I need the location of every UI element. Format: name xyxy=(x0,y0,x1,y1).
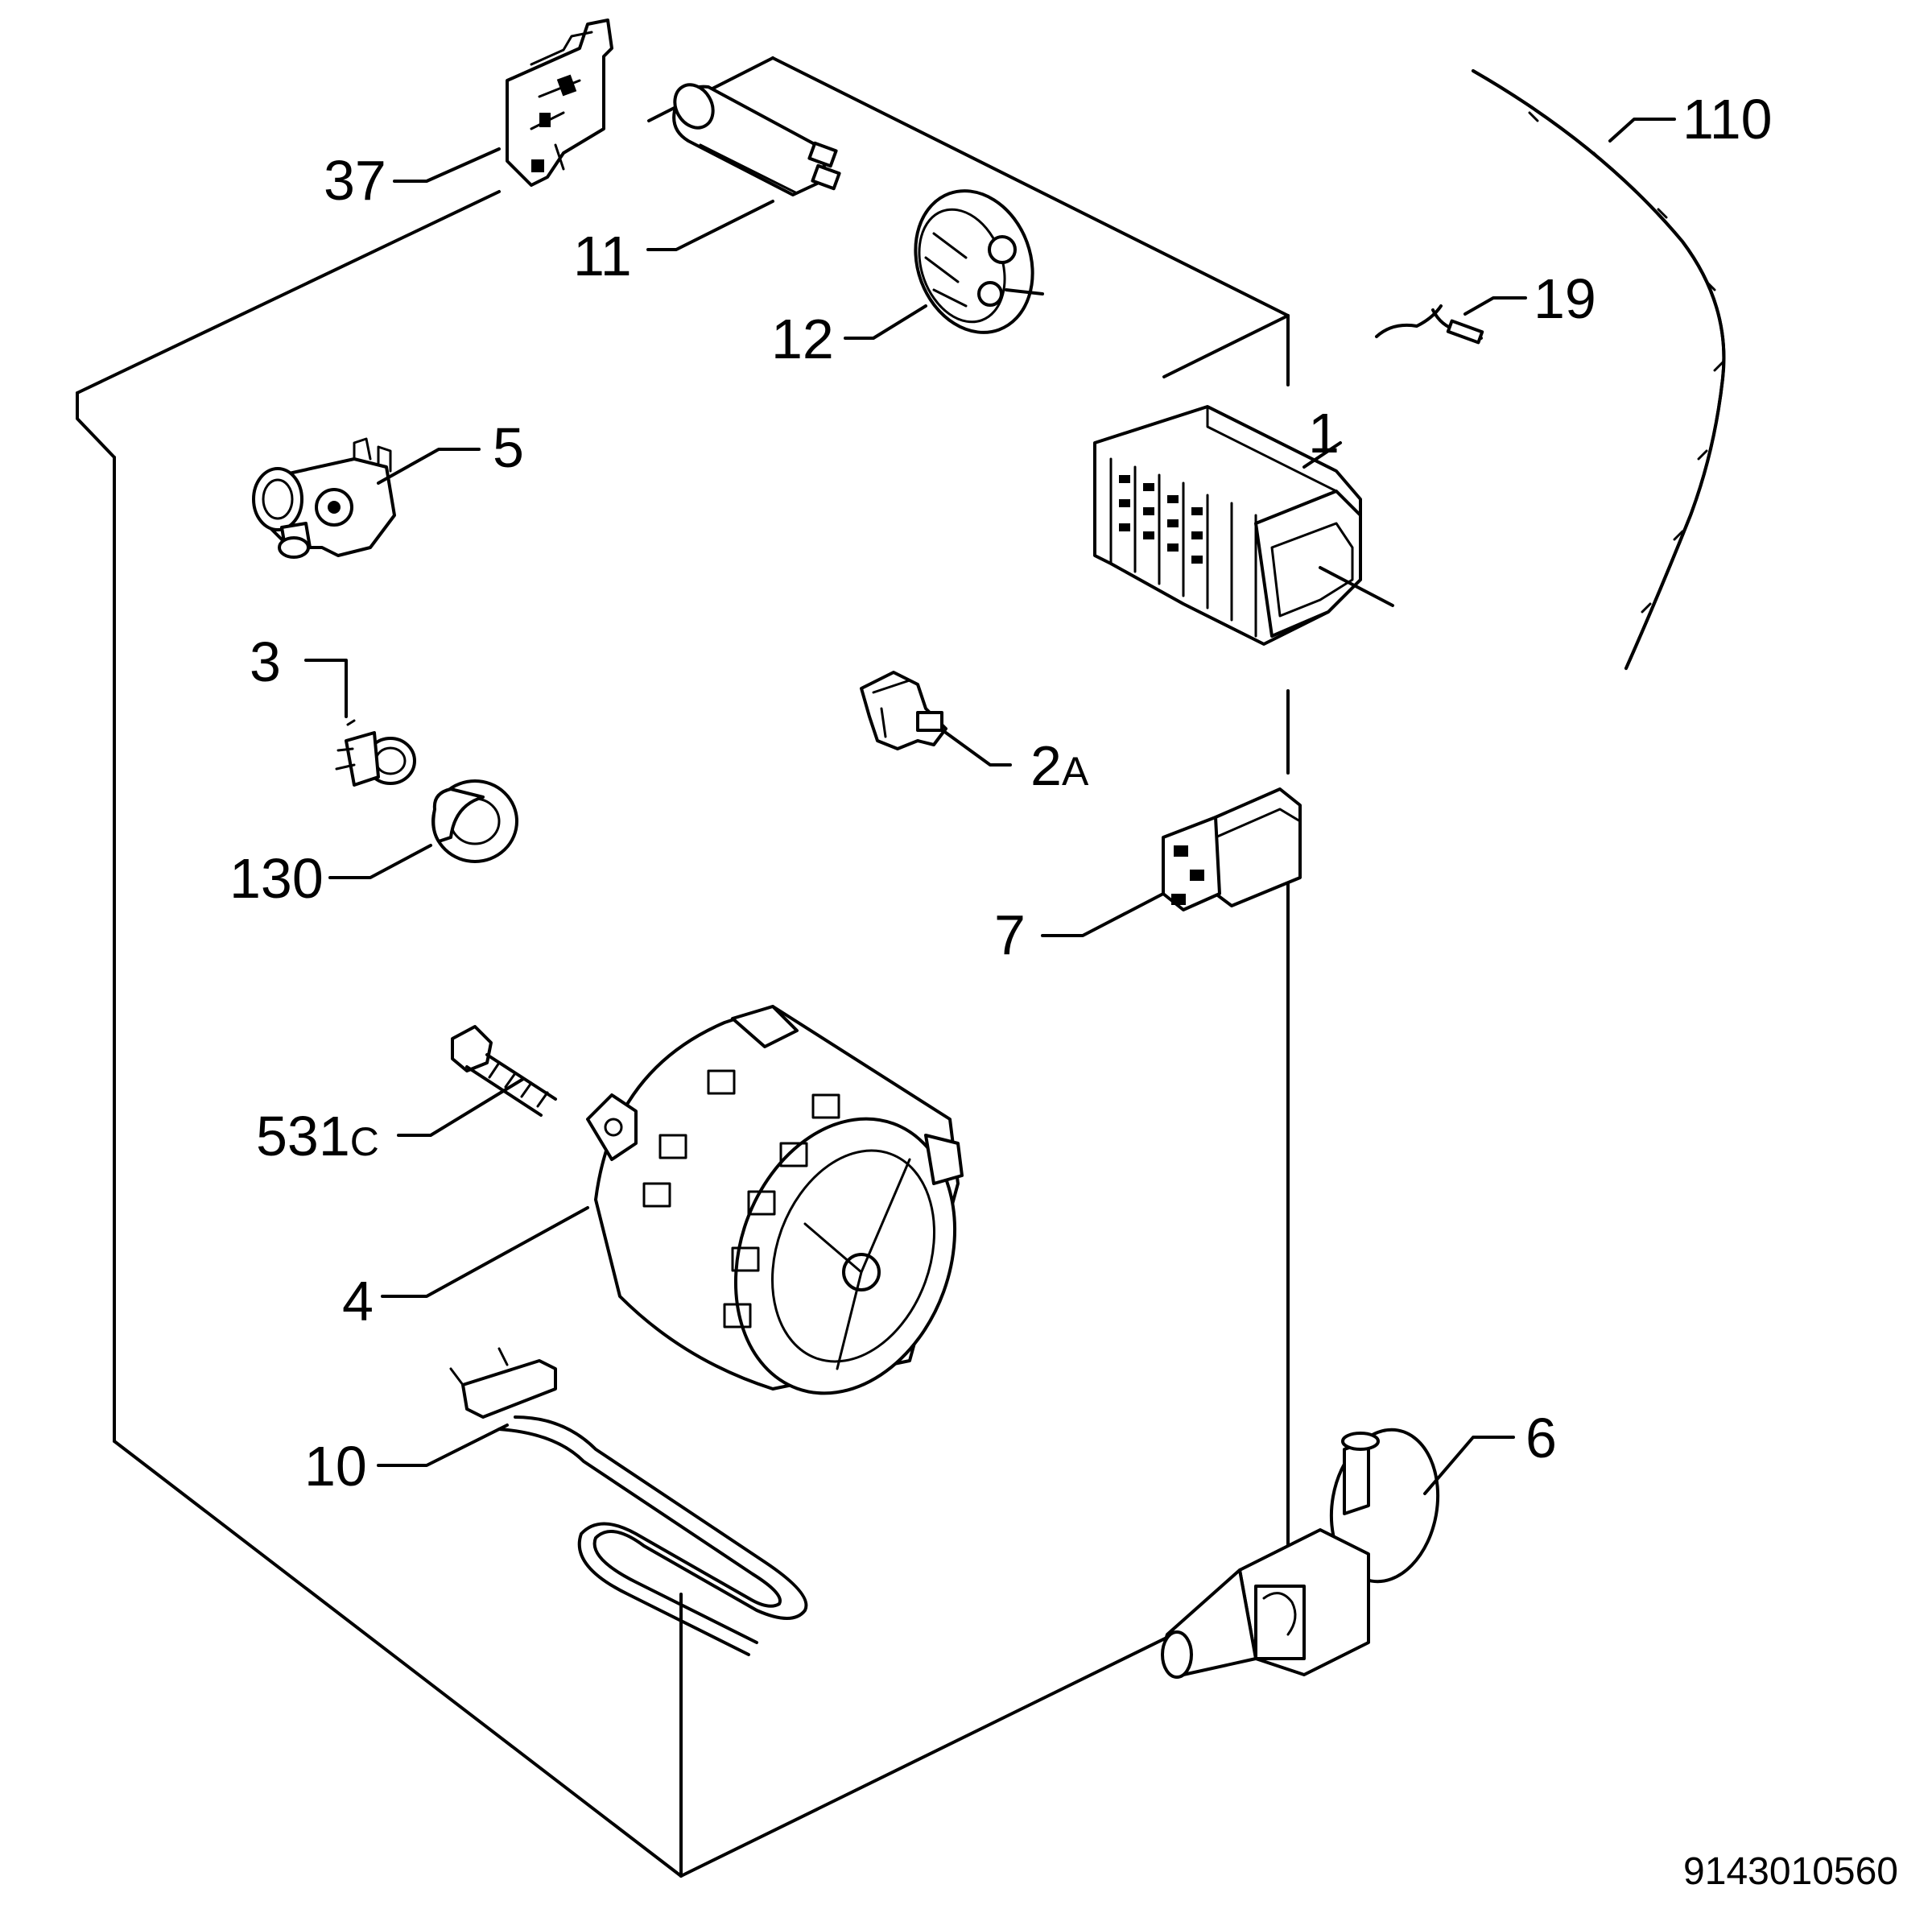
label-part-531c: 531C xyxy=(256,1105,379,1167)
leader-lines xyxy=(304,118,1676,1495)
cabinet-outline xyxy=(76,56,1290,1878)
part-3-switch[interactable] xyxy=(335,719,416,787)
part-7-door-lock[interactable] xyxy=(1162,787,1302,911)
label-part-1: 1 xyxy=(1308,402,1340,465)
label-part-2a: 2A xyxy=(1030,734,1089,797)
part-12-pressure-switch[interactable] xyxy=(896,174,1051,349)
label-part-110: 110 xyxy=(1682,88,1773,151)
label-part-130: 130 xyxy=(229,847,324,910)
label-part-7: 7 xyxy=(994,903,1026,966)
part-1-timer[interactable] xyxy=(1093,405,1394,646)
part-531c-screw[interactable] xyxy=(451,1025,557,1117)
part-2a-connector[interactable] xyxy=(860,671,947,750)
part-6-drain-pump[interactable] xyxy=(1161,1421,1450,1679)
part-110-hose[interactable] xyxy=(1472,69,1726,670)
motor-vents xyxy=(642,1069,840,1329)
part-37-bracket[interactable] xyxy=(506,19,613,187)
part-4-motor[interactable] xyxy=(586,1005,992,1424)
part-19-sensor-wire[interactable] xyxy=(1375,304,1484,345)
timer-terminals xyxy=(1119,475,1203,564)
label-part-6: 6 xyxy=(1525,1407,1557,1469)
document-number: 9143010560 xyxy=(1683,1850,1898,1893)
label-part-11: 11 xyxy=(573,225,632,287)
callout-labels: 1 2A 3 4 5 6 7 10 11 12 19 37 110 130 53… xyxy=(229,88,1773,1498)
label-part-3: 3 xyxy=(250,630,281,693)
part-130-bushing[interactable] xyxy=(431,779,518,863)
part-5-inlet-valve[interactable] xyxy=(252,437,396,559)
part-11-capacitor[interactable] xyxy=(667,78,841,196)
part-10-heater[interactable] xyxy=(449,1347,808,1656)
label-part-5: 5 xyxy=(493,416,524,479)
label-part-10: 10 xyxy=(304,1435,367,1498)
label-part-4: 4 xyxy=(342,1270,374,1333)
label-part-37: 37 xyxy=(324,149,386,212)
label-part-12: 12 xyxy=(771,308,834,370)
label-part-19: 19 xyxy=(1534,267,1596,330)
